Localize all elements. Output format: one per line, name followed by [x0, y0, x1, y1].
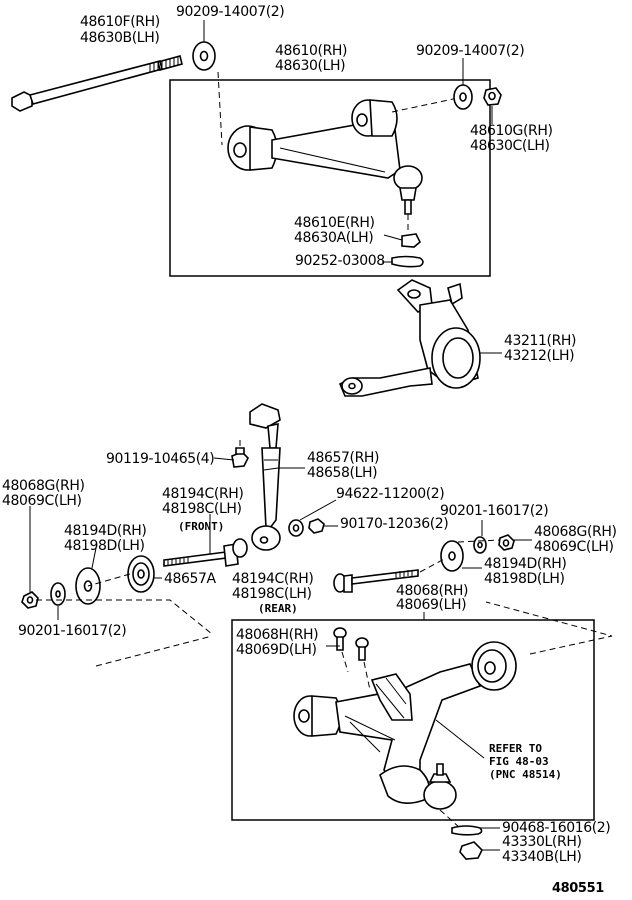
steering-knuckle-part: [338, 279, 481, 397]
label-nut-right-rh: 48068G(RH): [534, 524, 617, 540]
label-refer-2: FIG 48-03: [489, 755, 549, 768]
label-washer-top-right: 90209-14007(2): [416, 43, 524, 59]
label-balljoint-lower-lh: 43340B(LH): [502, 849, 581, 865]
figure-number: 480551: [552, 881, 604, 896]
label-cotter-upper: 90252-03008: [295, 253, 385, 269]
label-strut-lh: 48658(LH): [307, 465, 377, 481]
cotter-pin-upper-part: [391, 255, 424, 268]
dash-right-1: [419, 557, 447, 573]
leader-strut-washer: [299, 499, 337, 521]
dash-ball-joint: [439, 809, 461, 829]
label-upper-arm-rh: 48610(RH): [275, 43, 347, 59]
dash-left-3: [95, 635, 213, 667]
label-bushing-upper-lh: 48630C(LH): [470, 138, 550, 154]
nut-right-part: [498, 534, 515, 551]
label-lower-bushing-lh: 48069D(LH): [236, 642, 317, 658]
tie-rod-part: [11, 55, 183, 112]
label-nut-left-lh: 48069C(LH): [2, 493, 82, 509]
dash-left-2: [87, 573, 131, 587]
label-front: (FRONT): [178, 520, 224, 533]
label-knuckle-rh: 43211(RH): [504, 333, 576, 349]
dash-left-1: [36, 599, 213, 635]
label-balljoint-lower-rh: 43330L(RH): [502, 834, 582, 850]
label-cotter-lower: 90468-16016(2): [502, 820, 610, 836]
label-tie-rod-rh: 48610F(RH): [80, 14, 160, 30]
bushing-48657a-part: [127, 555, 155, 593]
dash-lower-bolts: [341, 651, 371, 691]
castle-nut-upper-part: [401, 233, 421, 248]
label-bushing-upper-rh: 48610G(RH): [470, 123, 553, 139]
dash-right-3: [485, 601, 613, 655]
label-bushing-right-lh: 48198D(LH): [484, 571, 565, 587]
label-nut-strut: 90170-12036(2): [340, 516, 448, 532]
washer-top-right-part: [453, 84, 473, 110]
label-lower-bushing-rh: 48068H(RH): [236, 627, 318, 643]
label-nut-left-rh: 48068G(RH): [2, 478, 85, 494]
leader-balljoint-upper: [383, 234, 403, 241]
nut-top-right-part: [483, 87, 502, 106]
upper-control-arm-part: [227, 99, 423, 215]
label-bushing-left-lh: 48198D(LH): [64, 538, 145, 554]
dash-upper-arm-right: [391, 97, 459, 113]
lower-control-arm-part: [293, 641, 517, 804]
front-bolt-part: [163, 538, 248, 567]
label-refer-3: (PNC 48514): [489, 768, 562, 781]
leader-refer: [435, 719, 485, 759]
cotter-pin-lower-part: [451, 825, 483, 836]
label-bushing-left-rh: 48194D(RH): [64, 523, 147, 539]
rear-bolt-part: [333, 569, 419, 593]
label-balljoint-upper-rh: 48610E(RH): [294, 215, 375, 231]
label-bushing-right-rh: 48194D(RH): [484, 556, 567, 572]
strut-washer-part: [288, 519, 304, 537]
washer-left-part: [50, 582, 66, 606]
strut-bar-part: [249, 403, 281, 551]
leader-strut-bolt: [213, 457, 235, 461]
label-washer-right: 90201-16017(2): [440, 503, 548, 519]
leader-bushing-left: [91, 547, 97, 569]
label-refer-1: REFER TO: [489, 742, 542, 755]
label-lower-arm-lh: 48069(LH): [396, 597, 466, 613]
label-bushing-front-lh: 48198C(LH): [162, 501, 242, 517]
label-upper-arm-lh: 48630(LH): [275, 58, 345, 74]
dash-right-2: [457, 539, 501, 543]
bushing-right-part: [440, 540, 464, 572]
washer-top-left-part: [192, 41, 216, 71]
upper-arm-group-box: [169, 79, 491, 277]
label-nut-right-lh: 48069C(LH): [534, 539, 614, 555]
label-washer-strut: 94622-11200(2): [336, 486, 444, 502]
label-bushing-rear-lh: 48198C(LH): [232, 586, 312, 602]
label-tie-rod-lh: 48630B(LH): [80, 30, 159, 46]
label-balljoint-upper-lh: 48630A(LH): [294, 230, 373, 246]
strut-bolt-part: [231, 440, 249, 468]
lower-ball-joint-part: [423, 763, 457, 810]
label-washer-left: 90201-16017(2): [18, 623, 126, 639]
label-48657a: 48657A: [164, 571, 217, 587]
label-rear: (REAR): [258, 602, 298, 615]
label-bushing-rear-rh: 48194C(RH): [232, 571, 314, 587]
label-strut-bolt: 90119-10465(4): [106, 451, 214, 467]
label-bushing-front-rh: 48194C(RH): [162, 486, 244, 502]
label-lower-arm-rh: 48068(RH): [396, 583, 468, 599]
label-washer-top-left: 90209-14007(2): [176, 4, 284, 20]
strut-nut-part: [308, 518, 325, 534]
castle-nut-lower-part: [459, 841, 483, 860]
label-knuckle-lh: 43212(LH): [504, 348, 574, 364]
nut-left-part: [21, 591, 39, 609]
lower-bolts-part: [333, 627, 369, 661]
washer-right-part: [473, 536, 487, 554]
dash-tie-rod: [217, 71, 223, 146]
lower-arm-group-box: [231, 619, 595, 821]
label-strut-rh: 48657(RH): [307, 450, 379, 466]
